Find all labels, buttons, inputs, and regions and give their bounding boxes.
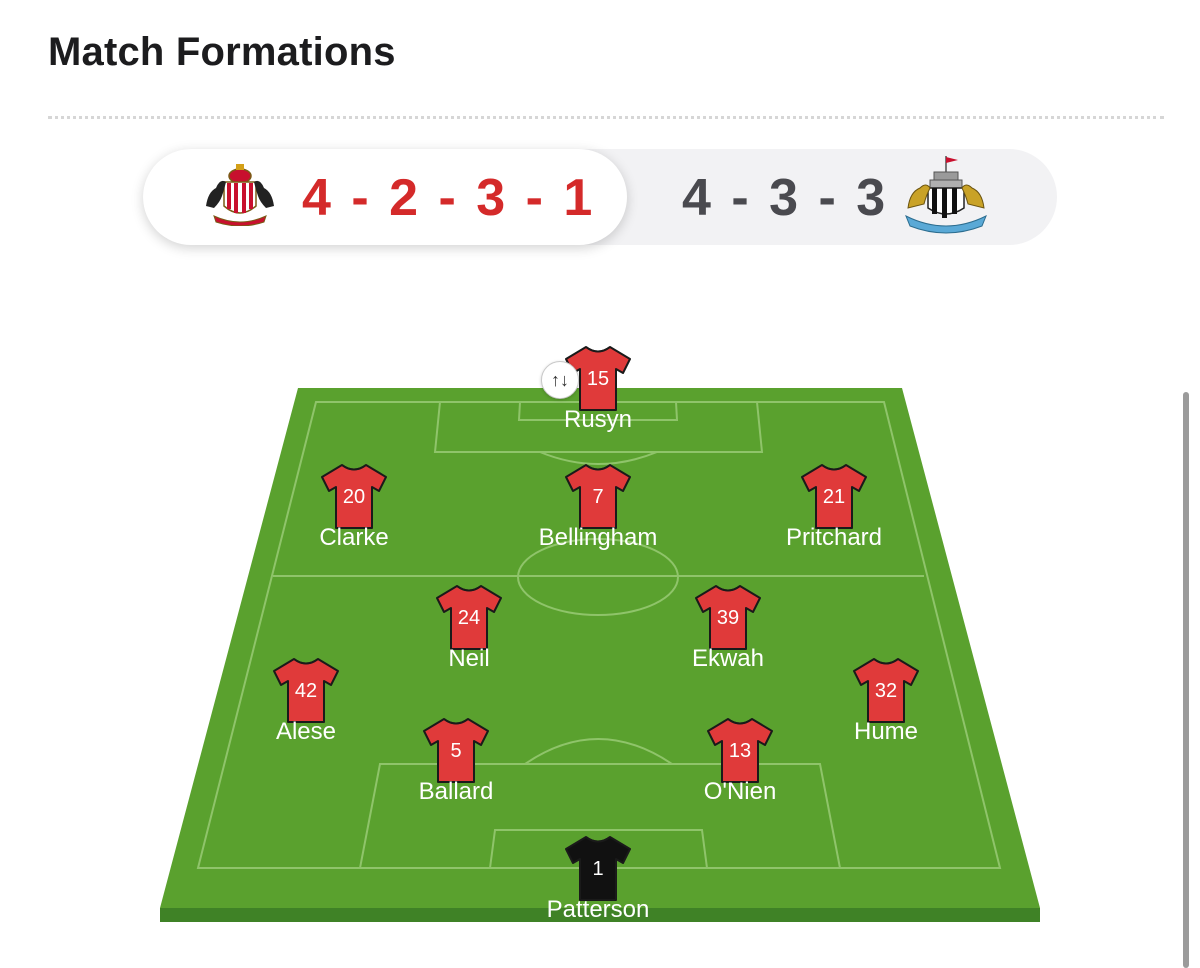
player-name: Ekwah — [691, 645, 765, 672]
shirt-number: 20 — [342, 486, 366, 508]
shirt-icon — [565, 836, 631, 901]
shirt-icon — [321, 464, 387, 529]
shirt-icon — [565, 346, 631, 411]
shirt-icon — [853, 658, 919, 723]
swap-glyph: ↑↓ — [551, 369, 569, 390]
player-name: Bellingham — [538, 524, 658, 551]
scrollbar[interactable] — [1183, 392, 1189, 968]
shirt-number: 24 — [457, 607, 481, 629]
newcastle-crest-icon — [905, 156, 987, 234]
shirt-number: 1 — [592, 858, 604, 880]
page-title: Match Formations — [48, 30, 396, 74]
player-name: Rusyn — [563, 406, 633, 433]
shirt-icon — [707, 718, 773, 783]
divider — [48, 116, 1164, 119]
shirt-number: 5 — [450, 740, 462, 762]
sunderland-crest-icon — [206, 164, 274, 226]
shirt-number: 13 — [728, 740, 752, 762]
formation-toggle — [143, 149, 1057, 245]
player-name: Hume — [853, 718, 919, 745]
away-formation[interactable]: 4 - 3 - 3 — [682, 169, 889, 227]
player-name: Pritchard — [785, 524, 883, 551]
player-name: Clarke — [319, 524, 389, 551]
player-name: Neil — [448, 645, 490, 672]
shirt-number: 39 — [716, 607, 740, 629]
shirt-number: 42 — [294, 680, 318, 702]
player-name: Ballard — [418, 778, 494, 805]
shirt-icon — [565, 464, 631, 529]
player-name: Alese — [275, 718, 337, 745]
shirt-number: 21 — [822, 486, 846, 508]
shirt-icon — [695, 585, 761, 650]
shirt-icon — [423, 718, 489, 783]
shirt-number: 15 — [586, 368, 610, 390]
player-name: Patterson — [546, 896, 650, 923]
shirt-icon — [436, 585, 502, 650]
shirt-icon — [801, 464, 867, 529]
shirt-icon — [273, 658, 339, 723]
player-name: O'Nien — [703, 778, 777, 805]
swap-arrows-icon[interactable]: ↑↓ — [541, 361, 579, 399]
shirt-number: 7 — [592, 486, 604, 508]
home-formation: 4 - 2 - 3 - 1 — [302, 169, 596, 227]
shirt-number: 32 — [874, 680, 898, 702]
